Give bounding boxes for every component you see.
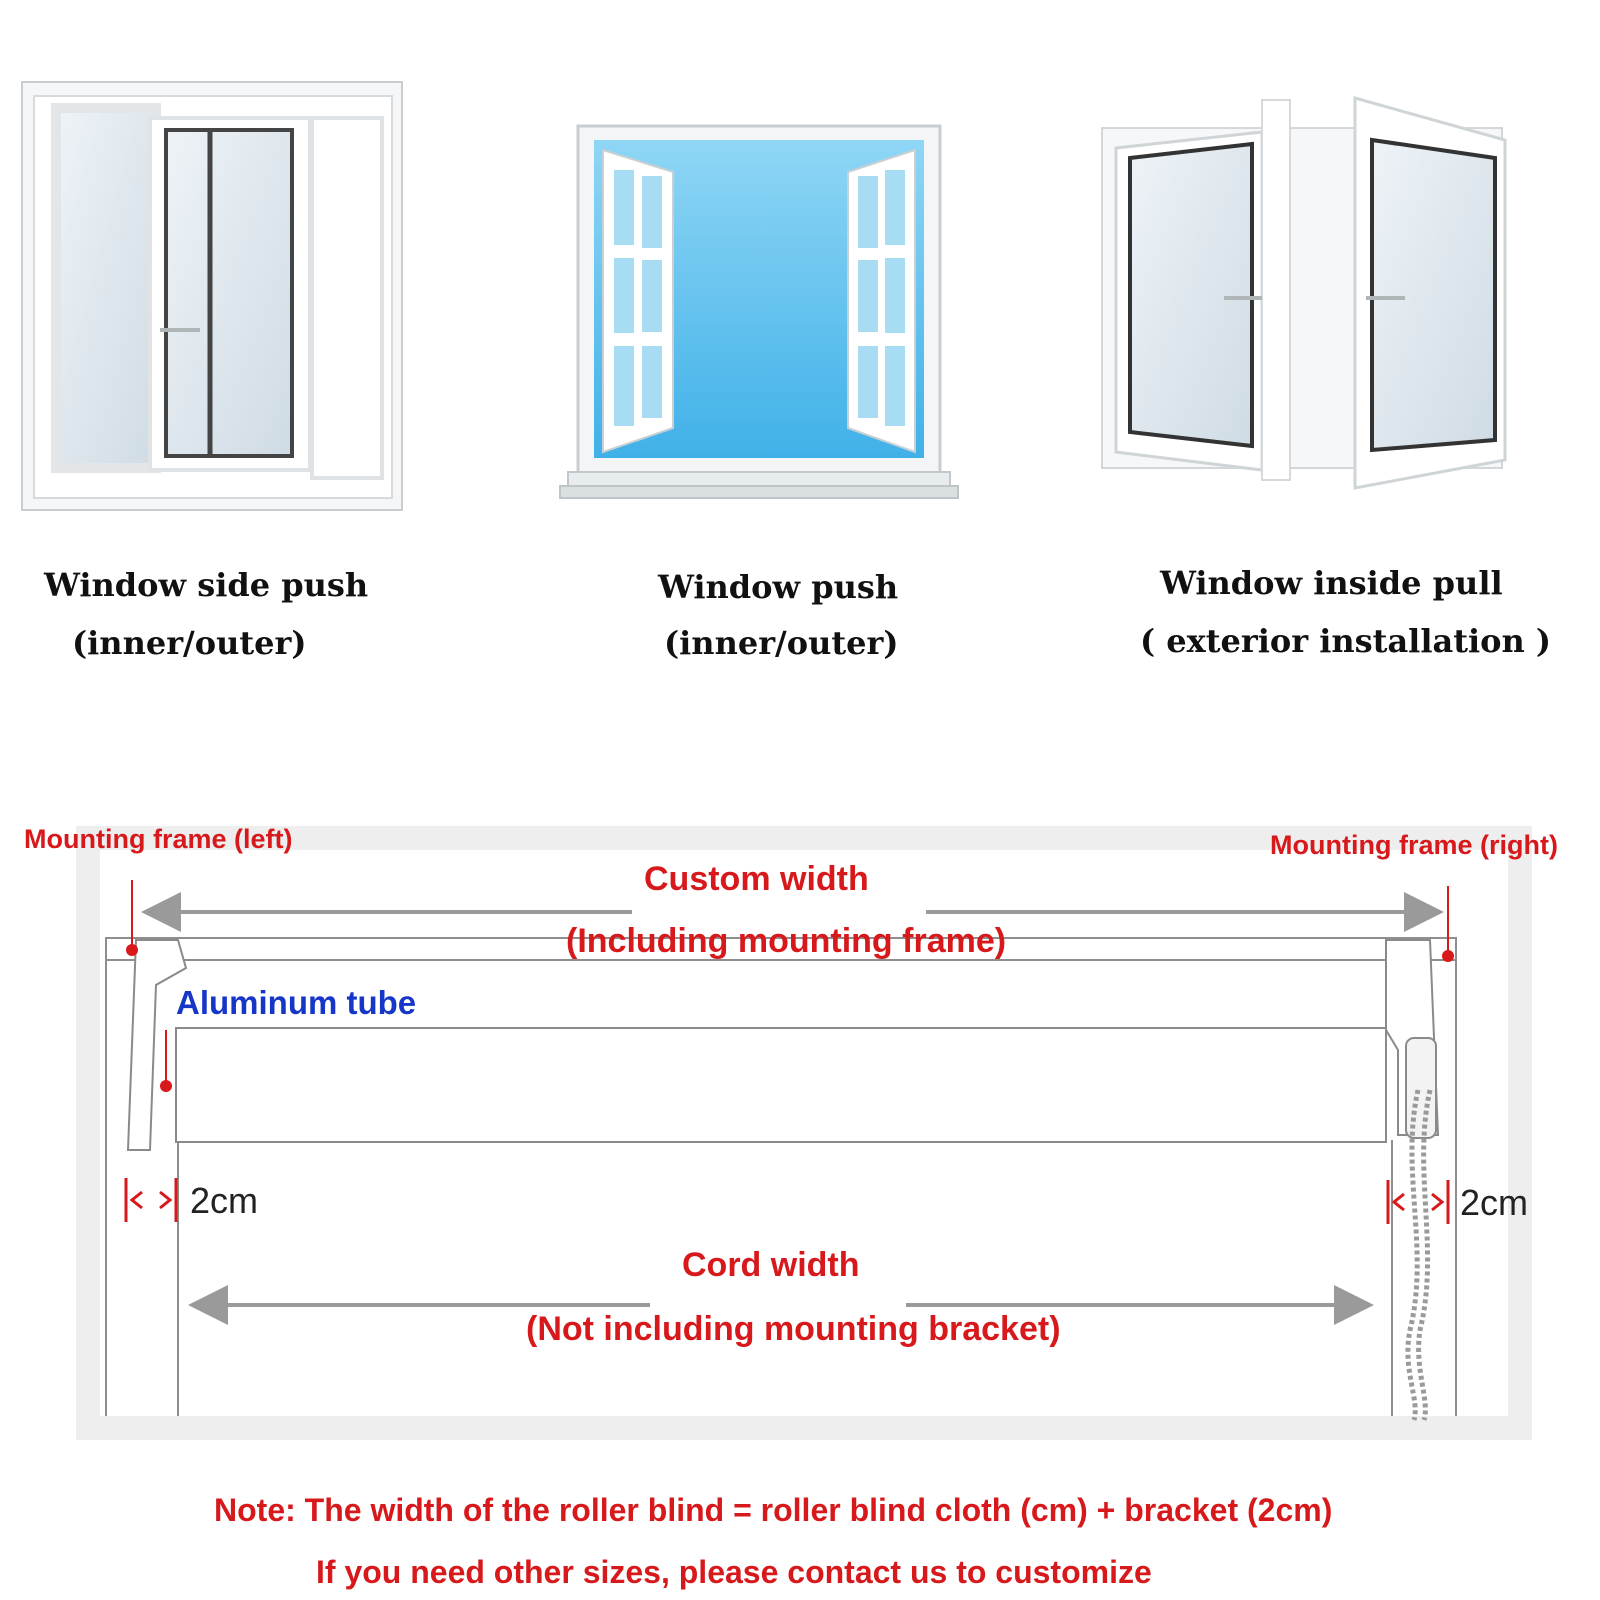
note-customize: If you need other sizes, please contact …: [316, 1554, 1152, 1590]
cord-width-label: Cord width: [682, 1246, 860, 1284]
cord-width-note: (Not including mounting bracket): [526, 1310, 1061, 1348]
gap-left-label: 2cm: [190, 1180, 259, 1221]
gap-right-label: 2cm: [1460, 1182, 1529, 1223]
casement-window-illustration: [559, 124, 959, 499]
aluminum-tube-label: Aluminum tube: [176, 984, 417, 1021]
caption-inside-pull-subtitle: ( exterior installation ): [1140, 622, 1552, 660]
caption-push-subtitle: (inner/outer): [664, 624, 899, 662]
mount-frame-left-label: Mounting frame (left): [24, 824, 293, 854]
caption-inside-pull-title: Window inside pull: [1160, 564, 1503, 602]
note-formula: Note: The width of the roller blind = ro…: [214, 1492, 1333, 1528]
caption-push-title: Window push: [658, 568, 899, 606]
inward-window-illustration: [1101, 96, 1507, 490]
custom-width-note: (Including mounting frame): [566, 922, 1007, 960]
mount-frame-right-label: Mounting frame (right): [1270, 830, 1558, 860]
caption-side-push-title: Window side push: [44, 566, 369, 604]
custom-width-label: Custom width: [644, 860, 869, 898]
caption-side-push-subtitle: (inner/outer): [72, 624, 307, 662]
sliding-window-illustration: [21, 81, 403, 511]
roller-blind-diagram: [76, 826, 1532, 1440]
